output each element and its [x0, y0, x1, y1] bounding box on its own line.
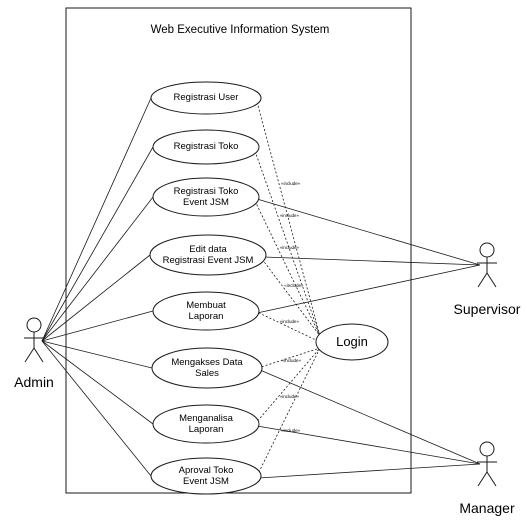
include-line-aproval-toko-event: [256, 347, 321, 477]
association-admin-registrasi-toko: [41, 146, 154, 342]
use-case-aproval-toko-event: [150, 457, 262, 495]
admin-actor-label: Admin: [14, 374, 54, 390]
include-line-menganalisa-laporan: [254, 347, 321, 425]
use-case-label-membuat-laporan: Membuat Laporan: [186, 299, 226, 322]
supervisor-actor-left-leg: [477, 272, 488, 288]
use-case-mengakses-data-sales: [151, 347, 263, 389]
association-admin-membuat-laporan: [41, 310, 154, 342]
association-supervisor-membuat-laporan: [256, 264, 481, 314]
include-stereotype-registrasi-toko: «include»: [279, 212, 300, 218]
use-case-label-mengakses-data-sales: Mengakses Data Sales: [171, 356, 243, 379]
association-supervisor-registrasi-toko-event: [256, 198, 481, 266]
include-stereotype-menganalisa-laporan: «include»: [279, 394, 300, 400]
use-case-label-registrasi-user: Registrasi User: [173, 92, 239, 104]
include-stereotype-aproval-toko-event: «include»: [281, 428, 301, 434]
use-case-registrasi-toko: [152, 129, 260, 165]
login-label: Login: [336, 334, 368, 350]
include-stereotype-edit-data-registrasi: «include»: [284, 282, 304, 288]
include-stereotype-registrasi-user: «include»: [281, 180, 301, 186]
system-boundary: [65, 7, 412, 494]
include-line-registrasi-toko: [254, 150, 321, 337]
supervisor-actor-right-leg: [486, 272, 497, 288]
include-line-mengakses-data-sales: [257, 347, 321, 369]
admin-actor-left-leg: [24, 347, 35, 363]
use-case-label-edit-data-registrasi: Edit data Registrasi Event JSM: [162, 243, 254, 266]
use-case-edit-data-registrasi: [149, 234, 267, 276]
include-line-registrasi-toko-event: [254, 200, 321, 337]
use-case-label-menganalisa-laporan: Menganalisa Laporan: [179, 412, 233, 435]
manager-actor-right-leg: [486, 471, 497, 487]
include-line-registrasi-user: [256, 101, 321, 337]
include-stereotype-registrasi-toko-event: «include»: [279, 245, 300, 251]
include-stereotype-mengakses-data-sales: «include»: [281, 358, 301, 363]
association-manager-mengakses-data-sales: [259, 369, 481, 465]
use-case-label-registrasi-toko-event: Registrasi Toko Event JSM: [173, 185, 239, 208]
association-admin-aproval-toko-event: [41, 340, 152, 477]
use-case-label-aproval-toko-event: Aproval Toko Event JSM: [178, 464, 234, 487]
manager-actor-head: [479, 441, 495, 457]
include-stereotype-membuat-laporan: «include»: [279, 318, 300, 324]
supervisor-actor-label: Supervisor: [453, 301, 521, 317]
use-case-login: [315, 323, 389, 361]
use-case-menganalisa-laporan: [152, 404, 260, 444]
system-title: Web Executive Information System: [150, 24, 330, 36]
manager-actor-left-leg: [477, 471, 488, 487]
association-admin-menganalisa-laporan: [41, 340, 154, 425]
association-manager-menganalisa-laporan: [256, 425, 481, 465]
use-case-registrasi-toko-event: [152, 177, 260, 217]
association-admin-mengakses-data-sales: [41, 340, 153, 369]
use-case-label-registrasi-toko: Registrasi Toko: [173, 141, 239, 153]
admin-actor-head: [26, 317, 42, 333]
association-admin-registrasi-toko-event: [41, 196, 154, 342]
manager-actor-label: Manager: [459, 500, 515, 516]
association-admin-registrasi-user: [41, 97, 152, 342]
include-line-edit-data-registrasi: [261, 258, 321, 337]
admin-actor-right-leg: [33, 347, 44, 363]
association-manager-aproval-toko-event: [258, 463, 481, 479]
association-admin-edit-data-registrasi: [41, 254, 151, 342]
use-case-membuat-laporan: [152, 291, 260, 331]
use-case-registrasi-user: [150, 81, 262, 115]
association-supervisor-edit-data-registrasi: [263, 256, 481, 266]
include-line-membuat-laporan: [254, 310, 321, 343]
supervisor-actor-head: [479, 242, 495, 258]
